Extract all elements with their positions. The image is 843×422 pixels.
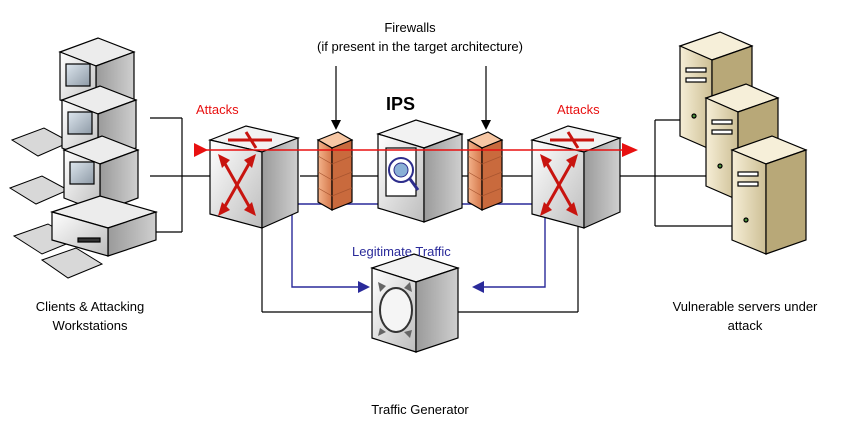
clients-label-line1: Clients & Attacking — [35, 299, 145, 314]
firewalls-subtitle: (if present in the target architecture) — [317, 39, 523, 54]
attacks-label-left: Attacks — [196, 102, 239, 117]
attacks-label-right: Attacks — [557, 102, 600, 117]
firewalls-title: Firewalls — [384, 20, 436, 35]
traffic-generator-label: Traffic Generator — [371, 402, 469, 417]
firewall-icon — [316, 131, 354, 212]
router-icon — [207, 125, 301, 229]
servers-label-line1: Vulnerable servers under — [672, 299, 818, 314]
clients-label-line2: Workstations — [52, 318, 128, 333]
ips-label: IPS — [386, 94, 416, 114]
ips-icon — [376, 119, 464, 223]
router-icon — [529, 125, 623, 229]
legitimate-traffic-label: Legitimate Traffic — [352, 244, 451, 259]
attack-traffic-line — [194, 143, 638, 157]
firewall-icon — [466, 131, 504, 212]
server-icon — [678, 31, 808, 255]
workstation-icon — [8, 37, 159, 279]
servers-label-line2: attack — [727, 318, 763, 333]
traffic-generator-icon — [370, 253, 460, 353]
